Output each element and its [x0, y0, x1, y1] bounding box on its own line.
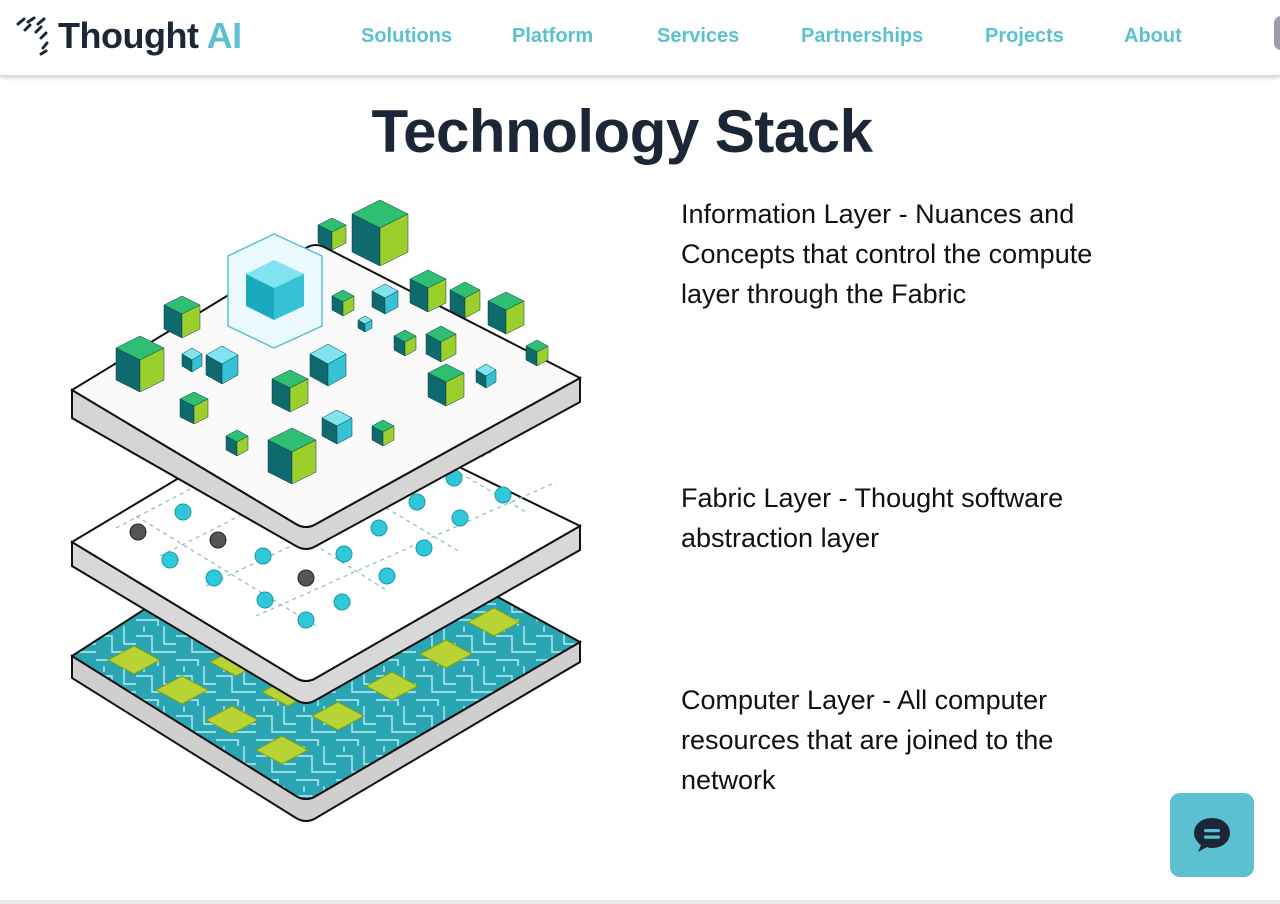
- brand-word-ai: AI: [206, 15, 243, 56]
- chat-button[interactable]: [1170, 793, 1254, 877]
- computer-layer-description: Computer Layer - All computer resources …: [681, 685, 1054, 795]
- brand-name: Thought AI: [58, 14, 242, 58]
- page-title: Technology Stack: [371, 98, 873, 165]
- information-layer-plate: [70, 199, 583, 550]
- information-layer-description: Information Layer - Nuances and Concepts…: [681, 199, 1093, 309]
- site-header: Thought AI Solutions Platform Services P…: [0, 0, 1280, 76]
- nav-platform[interactable]: Platform: [512, 25, 594, 47]
- scroll-edge-handle[interactable]: [1274, 16, 1280, 50]
- brand-word-thought: Thought: [58, 15, 199, 56]
- page-bottom-border: [0, 900, 1280, 904]
- technology-stack-illustration: [70, 199, 583, 822]
- nav-solutions[interactable]: Solutions: [361, 25, 453, 47]
- nav-projects[interactable]: Projects: [985, 25, 1064, 47]
- logo-mark-icon: [16, 16, 49, 56]
- nav-services[interactable]: Services: [657, 25, 740, 47]
- fabric-layer-description: Fabric Layer - Thought software abstract…: [681, 483, 1064, 553]
- nav-partnerships[interactable]: Partnerships: [801, 25, 924, 47]
- nav-about[interactable]: About: [1124, 25, 1182, 47]
- chat-bubble-icon: [1194, 818, 1230, 852]
- brand-logo[interactable]: Thought AI: [16, 14, 242, 58]
